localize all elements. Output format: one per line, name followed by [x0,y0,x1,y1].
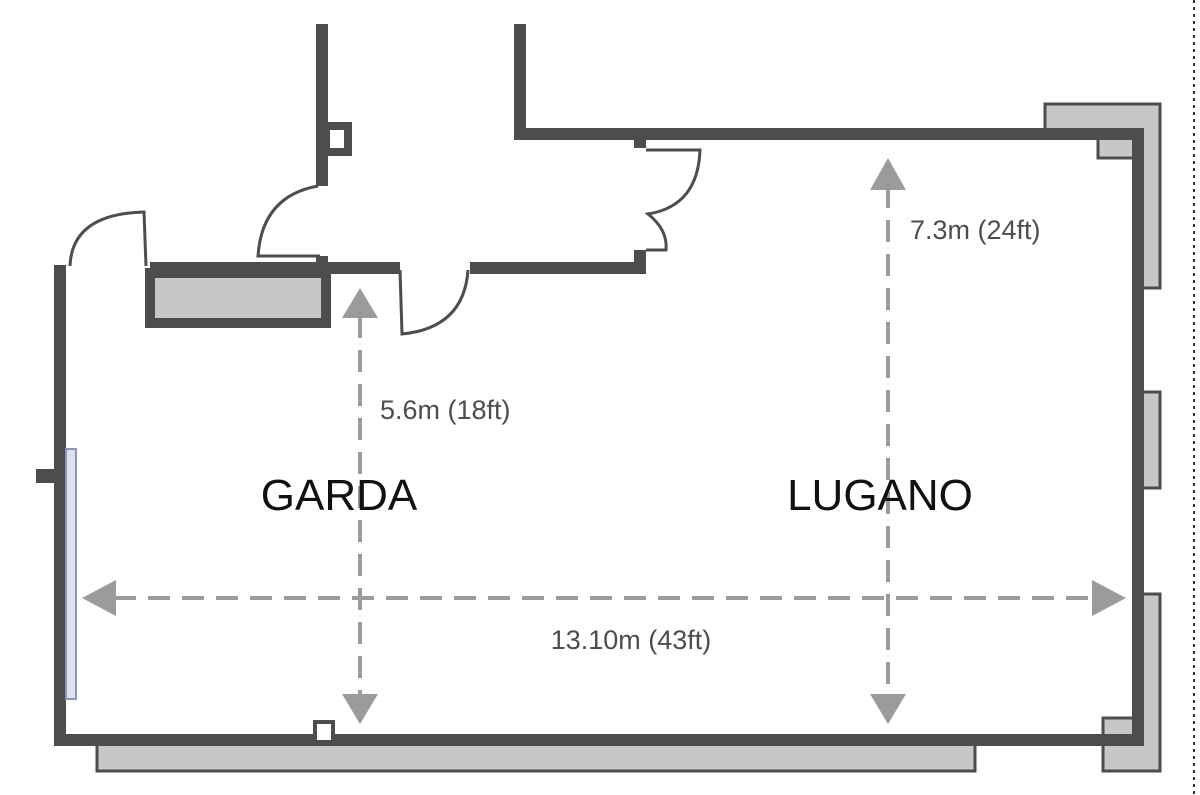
room-label-garda: GARDA [261,471,418,520]
garda-depth-label: 5.6m (18ft) [380,395,511,425]
left-wall-nub [36,469,60,483]
closet-unit [145,268,331,328]
pillar [322,122,352,156]
door-top-middle [398,269,470,336]
door-corridor [256,184,320,258]
top-wall-right [470,250,646,274]
walls [54,24,1144,746]
bottom-wall-nub [313,720,335,744]
lugano-depth-label: 7.3m (24ft) [910,215,1041,245]
window-left [65,448,77,700]
door-top-right [644,148,702,252]
fixtures [95,102,1162,773]
lugano-arrow-top [870,158,906,190]
fixture-right-middle [1140,390,1162,490]
dimension-arrowheads [82,158,1126,724]
total-length-label: 13.10m (43ft) [551,625,712,655]
length-arrow-right [1092,580,1126,616]
doors [68,148,702,336]
garda-arrow-bottom [342,694,378,724]
garda-arrow-top [342,288,378,318]
length-arrow-left [82,580,116,616]
door-top-left [68,210,148,267]
room-label-lugano: LUGANO [787,471,973,520]
outer-wall [54,24,1144,746]
dimension-lines [114,186,1094,696]
lugano-arrow-bottom [870,694,906,724]
